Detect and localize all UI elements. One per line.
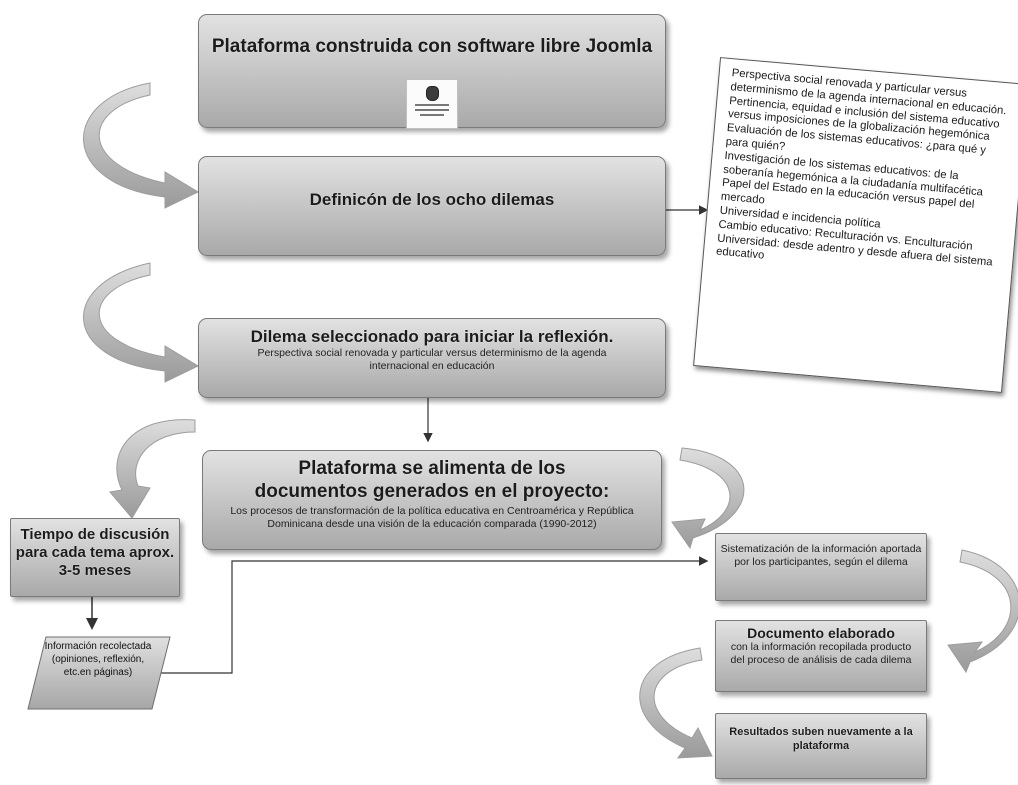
discussion-title: Tiempo de discusión para cada tema aprox… [15,526,175,579]
documents-box: Plataforma se alimenta de los documentos… [202,450,662,550]
results-title: Resultados suben nuevamente a la platafo… [729,726,913,752]
info-collected-text: Información recolectada (opiniones, refl… [44,641,152,678]
systematization-text: Sistematización de la información aporta… [720,543,922,568]
definition-box: Definicón de los ocho dilemas [198,156,666,256]
logo-line-2 [415,109,449,111]
dilemmas-list-note: Perspectiva social renovada y particular… [693,57,1018,393]
definition-title: Definicón de los ocho dilemas [309,190,555,209]
curved-arrow-1 [83,82,200,209]
selected-title: Dilema seleccionado para iniciar la refl… [250,327,614,346]
info-parallelogram [27,636,171,710]
discussion-time-box: Tiempo de discusión para cada tema aprox… [10,518,180,597]
selected-subtitle: Perspectiva social renovada y particular… [257,347,607,372]
platform-box: Plataforma construida con software libre… [198,14,666,129]
document-elaborated-subtitle: con la información recopilada producto d… [730,641,912,666]
documents-subtitle: Los procesos de transformación de la pol… [230,505,634,530]
document-elaborated-title: Documento elaborado [747,625,895,641]
curved-arrow-5 [947,549,1018,674]
platform-title: Plataforma construida con software libre… [211,36,653,57]
documents-title: Plataforma se alimenta de los documentos… [254,458,610,502]
systematization-box: Sistematización de la información aporta… [715,533,927,601]
crest-icon [426,86,439,101]
document-elaborated-box: Documento elaborado con la información r… [715,620,927,692]
logo-line-3 [420,114,444,116]
results-box: Resultados suben nuevamente a la platafo… [715,713,927,779]
curved-arrow-3 [109,419,196,519]
curved-arrow-2 [83,262,200,383]
selected-dilemma-box: Dilema seleccionado para iniciar la refl… [198,318,666,398]
university-logo [406,79,458,129]
curved-arrow-4 [671,447,745,550]
logo-line-1 [415,104,449,106]
connector-info-system [158,556,709,674]
curved-arrow-6 [639,647,713,759]
